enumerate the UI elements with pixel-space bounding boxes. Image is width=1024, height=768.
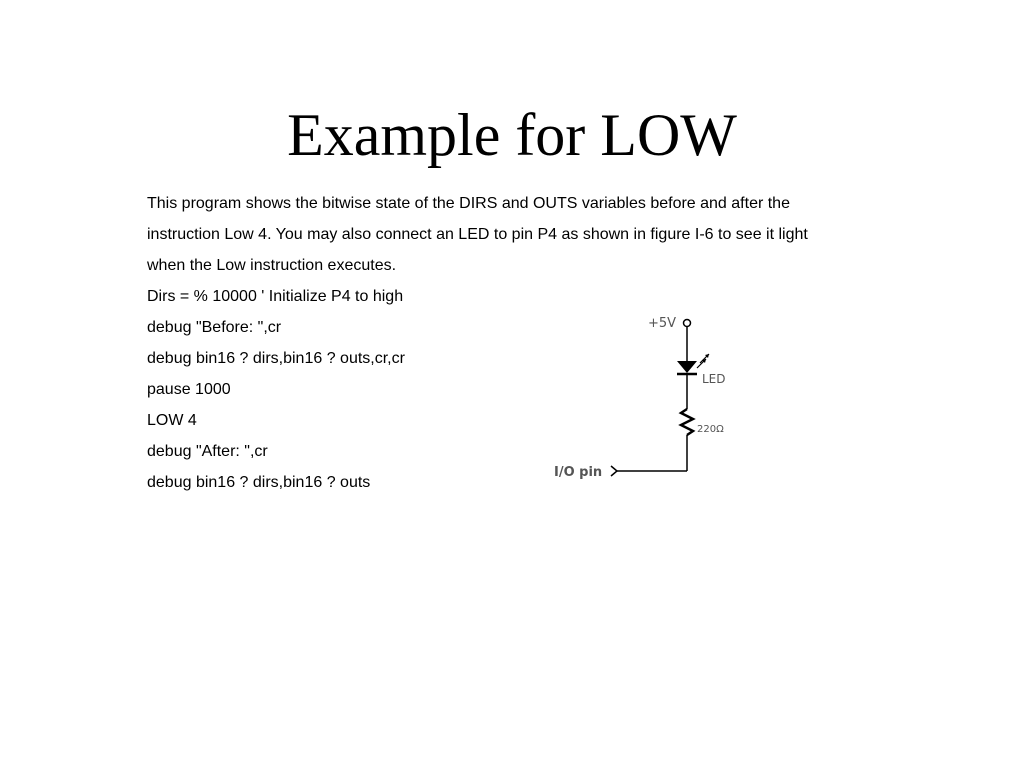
code-line: debug bin16 ? dirs,bin16 ? outs,cr,cr <box>147 350 405 367</box>
pin-label: I/O pin <box>554 465 602 480</box>
supply-label: +5V <box>648 316 676 331</box>
code-line: debug bin16 ? dirs,bin16 ? outs <box>147 474 371 491</box>
slide-title: Example for LOW <box>287 102 737 168</box>
led-circuit-diagram: +5V LED 220Ω I/O pin <box>554 316 726 480</box>
code-line: debug "Before: ",cr <box>147 319 282 336</box>
led-icon <box>677 353 710 376</box>
code-line: Dirs = % 10000 ' Initialize P4 to high <box>147 288 404 305</box>
led-label: LED <box>702 372 726 386</box>
resistor-icon <box>678 407 696 437</box>
code-line: debug "After: ",cr <box>147 443 268 460</box>
description-line: This program shows the bitwise state of … <box>147 195 790 212</box>
resistor-label: 220Ω <box>697 424 724 435</box>
pin-terminal-icon <box>610 465 619 477</box>
code-line: LOW 4 <box>147 412 197 429</box>
description-line: instruction Low 4. You may also connect … <box>147 226 808 243</box>
slide-body: This program shows the bitwise state of … <box>147 188 867 498</box>
description-line: when the Low instruction executes. <box>147 257 397 274</box>
code-line: pause 1000 <box>147 381 231 398</box>
supply-terminal-icon <box>682 318 692 328</box>
